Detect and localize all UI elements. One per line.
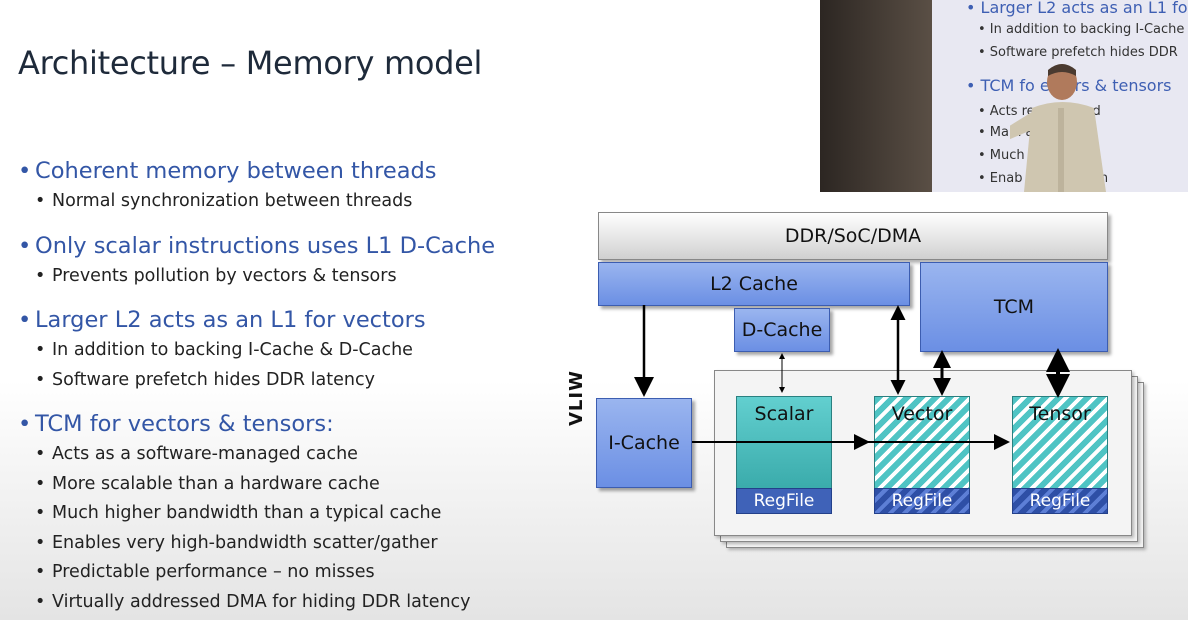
tensor-label: Tensor xyxy=(1029,403,1091,425)
sub-text: Software prefetch hides DDR latency xyxy=(52,369,375,390)
bullet-4-sub-4: •Enables very high-bandwidth scatter/gat… xyxy=(35,532,438,553)
scalar-label: Scalar xyxy=(754,403,814,425)
sub-text: Virtually addressed DMA for hiding DDR l… xyxy=(52,591,471,612)
bullet-1: •Coherent memory between threads xyxy=(18,158,437,184)
tensor-regfile: RegFile xyxy=(1012,488,1108,514)
sub-text: Enables very high-bandwidth scatter/gath… xyxy=(52,532,438,553)
icache-block: I-Cache xyxy=(596,398,692,488)
scalar-regfile: RegFile xyxy=(736,488,832,514)
screen-line: • Larger L2 acts as an L1 fo xyxy=(966,0,1188,17)
bullet-2-sub-1: •Prevents pollution by vectors & tensors xyxy=(35,265,397,286)
l2-label: L2 Cache xyxy=(710,273,798,295)
bullet-list: •Coherent memory between threads •Normal… xyxy=(18,156,578,617)
sub-text: More scalable than a hardware cache xyxy=(52,473,380,494)
sub-text: Prevents pollution by vectors & tensors xyxy=(52,265,397,286)
presenter-figure xyxy=(1010,64,1106,192)
icache-label: I-Cache xyxy=(608,432,680,454)
l2-cache-block: L2 Cache xyxy=(598,262,910,306)
tcm-block: TCM xyxy=(920,262,1108,352)
memory-model-diagram: DDR/SoC/DMA L2 Cache TCM D-Cache I-Cache… xyxy=(560,200,1160,620)
ddr-label: DDR/SoC/DMA xyxy=(784,225,922,247)
screen-line: • Software prefetch hides DDR xyxy=(978,45,1178,60)
dcache-block: D-Cache xyxy=(734,308,830,352)
sub-text: In addition to backing I-Cache & D-Cache xyxy=(52,340,413,360)
dcache-label: D-Cache xyxy=(741,319,823,341)
vector-regfile: RegFile xyxy=(874,488,970,514)
bullet-1-text: Coherent memory between threads xyxy=(35,158,437,184)
ddr-soc-dma-block: DDR/SoC/DMA xyxy=(598,212,1108,260)
sub-text: Predictable performance – no misses xyxy=(52,562,375,582)
sub-text: Acts as a software-managed cache xyxy=(52,444,358,464)
vector-label: Vector xyxy=(891,403,953,425)
slide-title: Architecture – Memory model xyxy=(18,44,483,82)
bullet-3-sub-1: •In addition to backing I-Cache & D-Cach… xyxy=(35,340,413,360)
bullet-2: •Only scalar instructions uses L1 D-Cach… xyxy=(18,232,496,259)
bullet-4-sub-5: •Predictable performance – no misses xyxy=(35,562,375,582)
bullet-3-text: Larger L2 acts as an L1 for vectors xyxy=(35,307,426,333)
bullet-3-sub-2: •Software prefetch hides DDR latency xyxy=(35,369,375,390)
bullet-3: •Larger L2 acts as an L1 for vectors xyxy=(18,307,426,333)
sub-text: Normal synchronization between threads xyxy=(52,191,413,211)
bullet-1-sub-1: •Normal synchronization between threads xyxy=(35,191,413,211)
bullet-4: •TCM for vectors & tensors: xyxy=(18,411,334,437)
tcm-label: TCM xyxy=(993,296,1035,318)
bullet-4-sub-6: •Virtually addressed DMA for hiding DDR … xyxy=(35,591,471,612)
bullet-2-text: Only scalar instructions uses L1 D-Cache xyxy=(35,232,496,259)
video-background xyxy=(820,0,932,192)
bullet-4-text: TCM for vectors & tensors: xyxy=(35,411,334,437)
presenter-video[interactable]: • Larger L2 acts as an L1 fo • In additi… xyxy=(820,0,1188,192)
diagram-arrows xyxy=(634,305,1070,450)
bullet-4-sub-2: •More scalable than a hardware cache xyxy=(35,473,380,494)
bullet-4-sub-1: •Acts as a software-managed cache xyxy=(35,444,358,464)
screen-line: • In addition to backing I-Cache xyxy=(978,22,1185,37)
sub-text: Much higher bandwidth than a typical cac… xyxy=(52,503,442,523)
bullet-4-sub-3: •Much higher bandwidth than a typical ca… xyxy=(35,503,442,523)
